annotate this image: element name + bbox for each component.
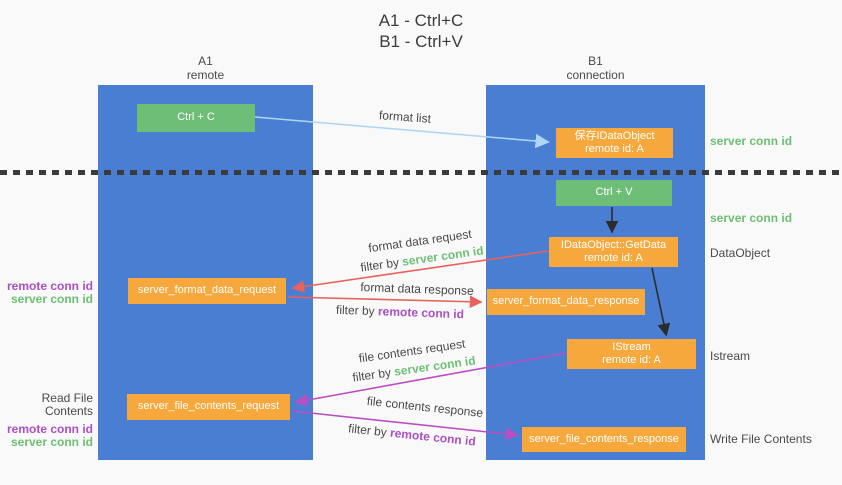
arrow-format-list: [254, 116, 550, 149]
label-server-conn-id-mid: server conn id: [710, 211, 792, 225]
column-a-name: A1: [198, 54, 213, 68]
remote-conn-id-text: remote conn id: [377, 304, 465, 322]
server-conn-id-text: server conn id: [10, 435, 93, 449]
node-ctrl-v: Ctrl + V: [556, 180, 672, 206]
label-dataobject: DataObject: [710, 246, 770, 260]
node-server-file-contents-request: server_file_contents_request: [127, 394, 290, 420]
server-conn-id-text: server conn id: [10, 292, 93, 306]
node-getdata-line1: IDataObject::GetData: [560, 238, 667, 251]
node-server-format-data-request-label: server_format_data_request: [137, 284, 277, 297]
dataobject-text: DataObject: [710, 246, 771, 260]
diagram-title: A1 - Ctrl+C B1 - Ctrl+V: [0, 10, 842, 52]
node-server-format-data-response-label: server_format_data_response: [492, 295, 640, 308]
node-istream-line2: remote id: A: [602, 354, 661, 366]
arrow-file-contents-response: [291, 410, 519, 441]
left-labels-file-request: Read File Contents remote conn id server…: [0, 392, 93, 449]
arrow-getdata-to-istream: [651, 267, 671, 337]
filter-by-text: filter by: [335, 302, 375, 319]
read-file-contents-text: Read File Contents: [41, 391, 93, 418]
node-server-file-contents-response-label: server_file_contents_response: [529, 432, 679, 445]
node-server-format-data-response: server_format_data_response: [487, 289, 645, 315]
arrow-format-data-response: [287, 295, 483, 309]
node-server-format-data-request: server_format_data_request: [128, 278, 286, 304]
node-istream: IStream remote id: A: [567, 339, 696, 369]
phase-separator-dotted-line: [0, 170, 842, 175]
column-b-name: B1: [588, 54, 603, 68]
remote-conn-id-text: remote conn id: [6, 422, 93, 436]
write-file-contents-text: Write File Contents: [710, 432, 812, 446]
node-ctrl-c: Ctrl + C: [137, 104, 255, 132]
title-line-1: A1 - Ctrl+C: [378, 11, 464, 30]
node-save-idataobject-line2: remote id: A: [585, 143, 644, 155]
node-save-idataobject-line1: 保存IDataObject: [574, 129, 655, 142]
node-idataobject-getdata: IDataObject::GetData remote id: A: [549, 237, 678, 267]
label-write-file-contents: Write File Contents: [710, 432, 812, 446]
remote-conn-id-text: remote conn id: [6, 279, 93, 293]
server-conn-id-text: server conn id: [710, 134, 793, 148]
column-a-role: remote: [186, 68, 225, 82]
column-a-header: A1 remote: [98, 54, 313, 82]
column-b-role: connection: [566, 68, 625, 82]
node-getdata-line2: remote id: A: [584, 252, 643, 264]
arrow-format-data-request: [291, 250, 549, 293]
node-ctrl-v-label: Ctrl + V: [595, 186, 633, 199]
node-istream-line1: IStream: [612, 340, 651, 353]
arrow-file-contents-request: [294, 352, 567, 407]
column-b-header: B1 connection: [486, 54, 705, 82]
istream-text: Istream: [710, 349, 751, 363]
label-server-conn-id-top: server conn id: [710, 134, 792, 148]
left-labels-format-request: remote conn id server conn id: [0, 280, 93, 306]
server-conn-id-text: server conn id: [710, 211, 793, 225]
node-save-idataobject: 保存IDataObject remote id: A: [556, 128, 673, 158]
node-ctrl-c-label: Ctrl + C: [177, 111, 215, 124]
node-server-file-contents-response: server_file_contents_response: [522, 427, 686, 452]
node-server-file-contents-request-label: server_file_contents_request: [137, 400, 280, 413]
title-line-2: B1 - Ctrl+V: [379, 32, 463, 51]
label-istream: Istream: [710, 349, 750, 363]
